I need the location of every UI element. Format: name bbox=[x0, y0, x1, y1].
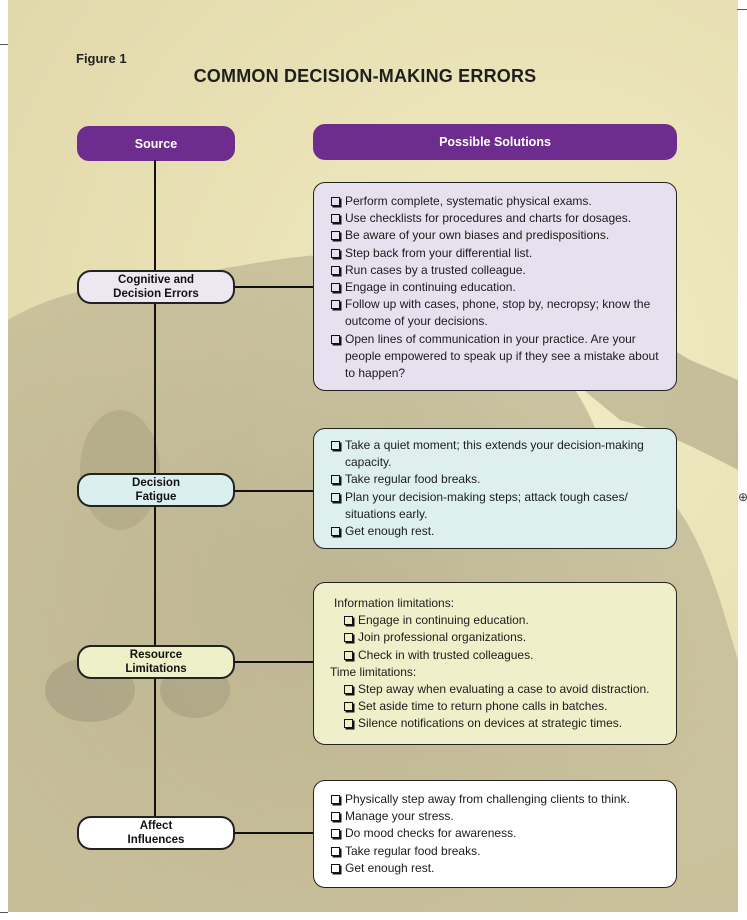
connector-branch bbox=[235, 286, 313, 288]
solution-item: Follow up with cases, phone, stop by, ne… bbox=[329, 296, 668, 330]
checkbox-icon bbox=[331, 283, 340, 293]
information-limitations-heading: Information limitations: bbox=[334, 596, 455, 610]
solution-item: Step away when evaluating a case to avoi… bbox=[330, 681, 672, 698]
solution-item: Physically step away from challenging cl… bbox=[329, 791, 668, 808]
source-label-line: Affect bbox=[139, 820, 173, 832]
checkbox-icon bbox=[331, 492, 340, 502]
solution-item: Check in with trusted colleagues. bbox=[330, 647, 672, 664]
crop-mark bbox=[737, 9, 747, 10]
source-label-line: Fatigue bbox=[135, 491, 177, 503]
checkbox-icon bbox=[331, 441, 340, 450]
solution-item: Plan your decision-making steps; attack … bbox=[329, 489, 656, 523]
solution-item: Be aware of your own biases and predispo… bbox=[329, 227, 668, 244]
checkbox-icon bbox=[344, 685, 353, 695]
checkbox-icon bbox=[331, 300, 340, 310]
connector-branch bbox=[235, 490, 313, 492]
checkbox-icon bbox=[331, 795, 340, 804]
checkbox-icon bbox=[331, 214, 340, 224]
checkbox-icon bbox=[344, 719, 353, 729]
source-label-line: Decision Errors bbox=[113, 288, 199, 300]
solution-item: Take a quiet moment; this extends your d… bbox=[329, 437, 656, 471]
solution-item: Manage your stress. bbox=[329, 808, 668, 825]
solution-item: Do mood checks for awareness. bbox=[329, 825, 668, 842]
solution-item: Get enough rest. bbox=[329, 523, 656, 540]
solution-item: Take regular food breaks. bbox=[329, 843, 668, 860]
checkbox-icon bbox=[331, 231, 340, 241]
solution-item: Take regular food breaks. bbox=[329, 471, 656, 488]
solution-item: Get enough rest. bbox=[329, 860, 668, 877]
solution-item: Open lines of communication in your prac… bbox=[329, 331, 668, 383]
checkbox-icon bbox=[344, 633, 353, 643]
checkbox-icon bbox=[331, 475, 340, 485]
checkbox-icon bbox=[331, 248, 340, 258]
connector-branch bbox=[235, 832, 313, 834]
checkbox-icon bbox=[331, 863, 340, 873]
solution-item: Engage in continuing education. bbox=[330, 612, 672, 629]
figure-title: COMMON DECISION-MAKING ERRORS bbox=[193, 66, 537, 86]
checkbox-icon bbox=[344, 702, 353, 712]
checkbox-icon bbox=[331, 812, 340, 822]
time-limitations-heading: Time limitations: bbox=[330, 664, 417, 679]
solutions-box-cognitive: Perform complete, systematic physical ex… bbox=[313, 182, 677, 391]
solution-item: Perform complete, systematic physical ex… bbox=[329, 193, 668, 210]
checkbox-icon bbox=[344, 650, 353, 660]
solution-item: Silence notifications on devices at stra… bbox=[330, 715, 672, 732]
source-label-line: Resource bbox=[129, 649, 183, 661]
source-label-line: Cognitive and bbox=[117, 274, 195, 286]
solutions-box-affect: Physically step away from challenging cl… bbox=[313, 780, 677, 888]
solutions-box-fatigue: Take a quiet moment; this extends your d… bbox=[313, 428, 677, 549]
source-label-line: Limitations bbox=[125, 663, 187, 675]
crop-mark bbox=[0, 44, 8, 45]
connector-branch bbox=[235, 661, 313, 663]
solution-item: Set aside time to return phone calls in … bbox=[330, 698, 672, 715]
solution-item: Engage in continuing education. bbox=[329, 279, 668, 296]
source-label-line: Influences bbox=[127, 834, 185, 846]
source-header: Source bbox=[77, 126, 235, 161]
checkbox-icon bbox=[331, 846, 340, 856]
figure-label: Figure 1 bbox=[76, 51, 127, 66]
checkbox-icon bbox=[331, 197, 340, 206]
checkbox-icon bbox=[331, 527, 340, 537]
checkbox-icon bbox=[331, 829, 340, 839]
solution-item: Run cases by a trusted colleague. bbox=[329, 262, 668, 279]
registration-mark-icon: ⊕ bbox=[738, 490, 747, 504]
solution-item: Use checklists for procedures and charts… bbox=[329, 210, 668, 227]
source-label-line: Decision bbox=[132, 477, 180, 489]
crop-mark bbox=[0, 912, 8, 913]
checkbox-icon bbox=[331, 334, 340, 344]
solutions-box-resource: Information limitations: Engage in conti… bbox=[313, 582, 677, 745]
checkbox-icon bbox=[344, 616, 353, 626]
possible-solutions-header: Possible Solutions bbox=[313, 124, 677, 160]
solution-item: Step back from your differential list. bbox=[329, 245, 668, 262]
solution-item: Join professional organizations. bbox=[330, 629, 672, 646]
checkbox-icon bbox=[331, 265, 340, 275]
